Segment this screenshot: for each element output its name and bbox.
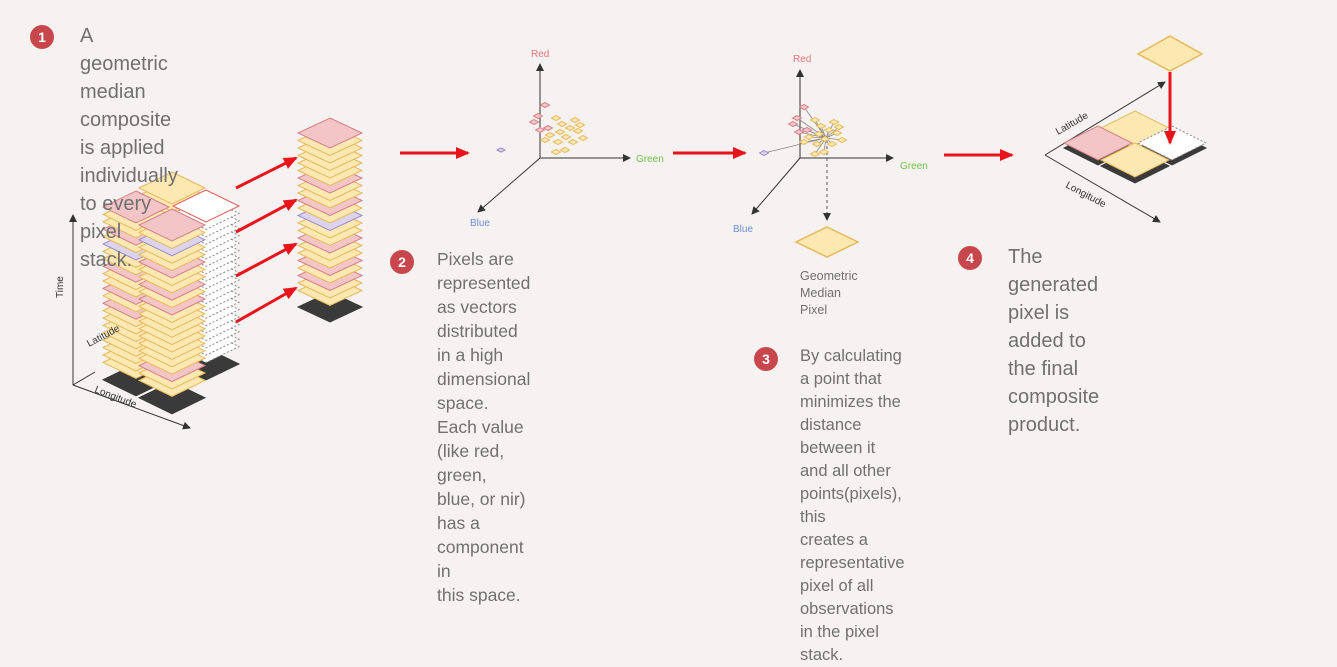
data-point bbox=[828, 118, 840, 126]
outlier-point bbox=[495, 147, 507, 153]
generated-pixel-tile bbox=[1136, 35, 1204, 72]
data-point bbox=[539, 136, 551, 144]
data-point bbox=[809, 116, 821, 124]
data-point bbox=[815, 122, 827, 130]
data-point bbox=[833, 123, 845, 131]
distance-line bbox=[798, 131, 827, 139]
pixel-tile bbox=[101, 190, 171, 224]
data-point bbox=[556, 120, 568, 128]
column-shadow-tile bbox=[296, 291, 364, 323]
data-point bbox=[552, 138, 564, 146]
pixel-stacks bbox=[101, 171, 241, 415]
stack-shadow-tile bbox=[137, 381, 207, 415]
data-point bbox=[534, 126, 546, 134]
data-point bbox=[572, 127, 584, 135]
data-point bbox=[836, 136, 848, 144]
step-3-badge: 3 bbox=[754, 347, 778, 371]
stack-axes bbox=[69, 214, 191, 430]
single-pixel-stack bbox=[296, 117, 364, 323]
vector-plot-axes bbox=[477, 63, 631, 213]
data-point bbox=[831, 129, 843, 137]
data-point bbox=[554, 128, 566, 136]
data-point bbox=[811, 140, 823, 148]
step-1-text: A geometric median composite is applied … bbox=[80, 25, 178, 271]
distance-line bbox=[763, 137, 827, 154]
data-point bbox=[819, 135, 831, 143]
plot1-blue-label: Blue bbox=[470, 218, 490, 229]
data-point bbox=[550, 148, 562, 156]
grid-pixel-tile bbox=[1099, 142, 1171, 178]
step-3-text: By calculating a point that minimizes th… bbox=[800, 347, 905, 664]
median-pixel-tile bbox=[794, 226, 860, 258]
data-point bbox=[826, 140, 838, 148]
data-point bbox=[532, 112, 544, 120]
data-point bbox=[813, 130, 825, 138]
data-point bbox=[567, 138, 579, 146]
data-point bbox=[564, 124, 576, 132]
data-point bbox=[793, 128, 805, 136]
plot2-green-label: Green bbox=[900, 161, 928, 172]
step-2-text: Pixels are represented as vectors distri… bbox=[437, 249, 531, 605]
data-point bbox=[798, 103, 810, 111]
data-point bbox=[544, 131, 556, 139]
data-point bbox=[791, 114, 803, 122]
data-point bbox=[758, 149, 770, 157]
median-plot-axes bbox=[751, 69, 894, 221]
data-point bbox=[803, 133, 815, 141]
data-point bbox=[559, 146, 571, 154]
data-point bbox=[798, 138, 810, 146]
data-point bbox=[801, 126, 813, 134]
diagram-canvas: Time Latitude Longitude Red Green Blue R… bbox=[55, 35, 1208, 430]
stack-to-column-arrows bbox=[235, 156, 298, 324]
distance-line bbox=[814, 119, 827, 139]
column-pixel-tile bbox=[296, 117, 364, 149]
data-point bbox=[539, 101, 551, 109]
data-point bbox=[542, 124, 554, 132]
data-point bbox=[823, 126, 835, 134]
plot2-red-label: Red bbox=[793, 54, 811, 65]
step-4-badge: 4 bbox=[958, 246, 982, 270]
final-longitude-label: Longitude bbox=[1064, 180, 1108, 211]
empty-pixel-tile bbox=[171, 189, 241, 223]
data-point bbox=[574, 121, 586, 129]
plot1-red-label: Red bbox=[531, 49, 549, 60]
data-point bbox=[560, 133, 572, 141]
data-point bbox=[528, 118, 540, 126]
pixel-tile bbox=[137, 171, 207, 205]
step-1-badge: 1 bbox=[30, 25, 54, 49]
data-point bbox=[569, 116, 581, 124]
data-point bbox=[787, 120, 799, 128]
data-point bbox=[550, 114, 562, 122]
vector-plot-points bbox=[495, 101, 589, 156]
grid-pixel-tile bbox=[1062, 125, 1134, 161]
time-axis-label: Time bbox=[55, 276, 66, 298]
data-point bbox=[818, 148, 830, 156]
pixel-tile bbox=[137, 208, 207, 242]
step-4-text: The generated pixel is added to the fina… bbox=[1008, 246, 1100, 436]
plot2-blue-label: Blue bbox=[733, 224, 753, 235]
plot1-green-label: Green bbox=[636, 154, 664, 165]
data-point bbox=[577, 134, 589, 142]
data-point bbox=[809, 150, 821, 158]
median-pixel-label: Geometric Median Pixel bbox=[800, 269, 858, 317]
median-plot-points bbox=[758, 103, 848, 158]
step-2-badge: 2 bbox=[390, 250, 414, 274]
